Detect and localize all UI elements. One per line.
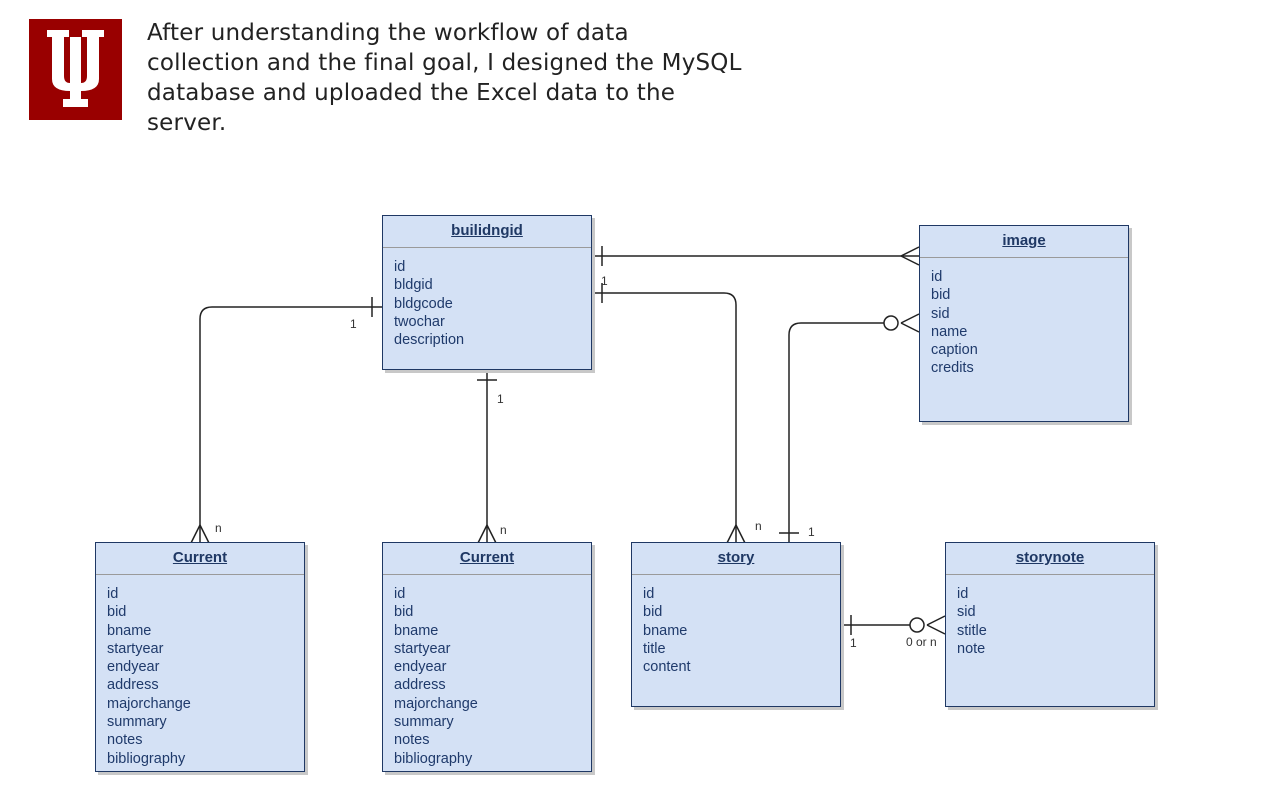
field-item: startyear	[394, 640, 451, 657]
field-item: description	[394, 332, 465, 349]
field-item: majorchange	[107, 695, 191, 712]
entity-title: storynote	[946, 543, 1154, 575]
field-item: note	[957, 640, 986, 657]
zero-marker	[909, 617, 925, 633]
entity-storynote[interactable]: storynote id sid stitle note	[945, 542, 1155, 707]
cardinality-label: 1	[350, 317, 357, 331]
field-item: title	[643, 640, 666, 657]
cardinality-label: 1	[601, 274, 608, 288]
field-list: id bldgid bldgcode twochar description	[383, 248, 591, 349]
cardinality-label: n	[755, 519, 762, 533]
field-item: bid	[643, 604, 663, 621]
field-item: majorchange	[394, 695, 478, 712]
field-item: summary	[394, 714, 454, 731]
rel-story-image	[788, 322, 884, 543]
field-item: startyear	[107, 640, 164, 657]
intro-line: database and uploaded the Excel data to …	[147, 80, 676, 106]
field-list: id bid bname title content	[632, 575, 840, 676]
entity-current-a[interactable]: Current id bid bname startyear endyear a…	[95, 542, 305, 772]
field-item: id	[107, 586, 119, 602]
entity-title: image	[920, 226, 1128, 258]
field-item: bibliography	[394, 750, 473, 767]
entity-image[interactable]: image id bid sid name caption credits	[919, 225, 1129, 422]
field-item: id	[394, 259, 406, 275]
cardinality-label: 1	[808, 525, 815, 539]
field-item: endyear	[394, 659, 447, 676]
field-item: sid	[957, 604, 976, 621]
field-list: id sid stitle note	[946, 575, 1154, 658]
field-item: id	[957, 586, 969, 602]
field-item: bid	[931, 287, 951, 304]
field-item: notes	[107, 732, 143, 749]
intro-line: server.	[147, 110, 227, 136]
field-item: name	[931, 323, 968, 340]
crowfoot-marker	[926, 615, 946, 635]
entity-title: Current	[96, 543, 304, 575]
field-item: id	[931, 269, 943, 285]
cardinality-label: n	[215, 521, 222, 535]
field-list: id bid sid name caption credits	[920, 258, 1128, 378]
field-item: notes	[394, 732, 430, 749]
rel-building-current-a	[199, 306, 382, 543]
crowfoot-marker	[900, 246, 920, 266]
intro-text: After understanding the workflow of data…	[147, 18, 807, 138]
entity-title: story	[632, 543, 840, 575]
field-item: id	[394, 586, 406, 602]
cardinality-label: 0 or n	[906, 635, 937, 649]
field-item: bname	[643, 622, 688, 639]
field-item: address	[394, 677, 446, 694]
intro-line: collection and the final goal, I designe…	[147, 50, 742, 76]
field-item: id	[643, 586, 655, 602]
entity-title: Current	[383, 543, 591, 575]
field-item: bname	[394, 622, 439, 639]
field-list: id bid bname startyear endyear address m…	[383, 575, 591, 768]
entity-story[interactable]: story id bid bname title content	[631, 542, 841, 707]
field-item: endyear	[107, 659, 160, 676]
intro-line: After understanding the workflow of data	[147, 20, 629, 46]
entity-buildingid[interactable]: builidngid id bldgid bldgcode twochar de…	[382, 215, 592, 370]
entity-current-b[interactable]: Current id bid bname startyear endyear a…	[382, 542, 592, 772]
field-item: summary	[107, 714, 167, 731]
field-item: bibliography	[107, 750, 186, 767]
zero-marker	[883, 315, 899, 331]
cardinality-label: 1	[497, 392, 504, 406]
trident-logo-icon	[47, 30, 104, 107]
entity-title: builidngid	[383, 216, 591, 248]
cardinality-label: 1	[850, 636, 857, 650]
field-item: stitle	[957, 622, 987, 639]
field-list: id bid bname startyear endyear address m…	[96, 575, 304, 768]
field-item: content	[643, 659, 691, 676]
field-item: address	[107, 677, 159, 694]
field-item: twochar	[394, 313, 445, 330]
crowfoot-marker	[900, 313, 920, 333]
university-logo	[29, 19, 122, 120]
field-item: sid	[931, 305, 950, 322]
rel-building-story	[592, 292, 737, 543]
cardinality-label: n	[500, 523, 507, 537]
field-item: caption	[931, 342, 978, 359]
crowfoot-marker	[190, 524, 210, 544]
field-item: bid	[107, 604, 127, 621]
field-item: credits	[931, 360, 974, 377]
field-item: bname	[107, 622, 152, 639]
crowfoot-marker	[477, 524, 497, 544]
field-item: bldgid	[394, 277, 433, 294]
field-item: bldgcode	[394, 295, 453, 312]
field-item: bid	[394, 604, 414, 621]
crowfoot-marker	[726, 524, 746, 544]
